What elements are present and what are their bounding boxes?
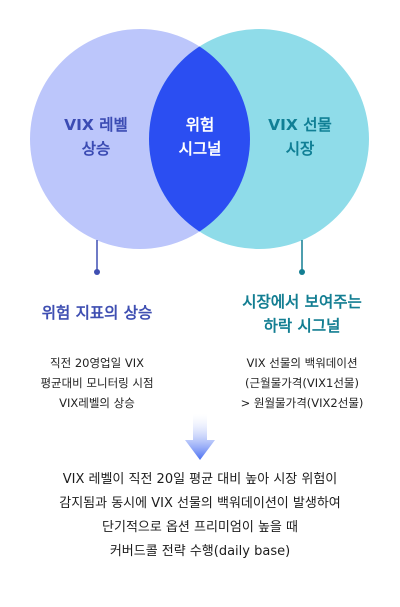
right-heading: 시장에서 보여주는 하락 시그널 bbox=[212, 290, 392, 338]
right-heading-line-2: 하락 시그널 bbox=[263, 317, 341, 335]
summary-line-1: VIX 레벨이 직전 20일 평균 대비 높아 시장 위험이 bbox=[62, 472, 338, 487]
overlap-label-line-2: 시그널 bbox=[178, 140, 222, 158]
right-description: VIX 선물의 백워데이션 (근월물가격(VIX1선물) > 원월물가격(VIX… bbox=[212, 353, 392, 413]
left-description-line-1: 직전 20영업일 VIX bbox=[50, 356, 144, 370]
left-connector-dot bbox=[94, 269, 100, 275]
left-description: 직전 20영업일 VIX 평균대비 모니터링 시점 VIX레벨의 상승 bbox=[20, 353, 174, 413]
overlap-region bbox=[149, 29, 250, 249]
left-description-line-3: VIX레벨의 상승 bbox=[59, 396, 135, 410]
overlap-label-line-1: 위험 bbox=[185, 116, 215, 134]
right-description-line-3: > 원월물가격(VIX2선물) bbox=[240, 396, 364, 410]
summary-line-2: 감지됨과 동시에 VIX 선물의 백워데이션이 발생하여 bbox=[59, 496, 341, 511]
right-circle-label: VIX 선물 시장 bbox=[240, 113, 360, 161]
left-label-line-2: 상승 bbox=[81, 140, 111, 158]
right-connector-dot bbox=[299, 269, 305, 275]
right-heading-line-1: 시장에서 보여주는 bbox=[242, 293, 362, 311]
right-description-line-1: VIX 선물의 백워데이션 bbox=[246, 356, 358, 370]
right-label-line-1: VIX 선물 bbox=[268, 116, 332, 134]
venn-diagram bbox=[30, 29, 369, 275]
summary-text: VIX 레벨이 직전 20일 평균 대비 높아 시장 위험이 감지됨과 동시에 … bbox=[0, 468, 400, 564]
left-description-line-2: 평균대비 모니터링 시점 bbox=[40, 376, 154, 390]
summary-line-4: 커버드콜 전략 수행(daily base) bbox=[109, 544, 291, 559]
left-label-line-1: VIX 레벨 bbox=[64, 116, 128, 134]
right-description-line-2: (근월물가격(VIX1선물) bbox=[245, 376, 359, 390]
left-heading-text: 위험 지표의 상승 bbox=[41, 304, 153, 322]
summary-line-3: 단기적으로 옵션 프리미엄이 높을 때 bbox=[102, 520, 298, 535]
arrow-down-icon bbox=[185, 414, 215, 460]
overlap-label: 위험 시그널 bbox=[141, 113, 259, 161]
left-circle-label: VIX 레벨 상승 bbox=[36, 113, 156, 161]
left-heading: 위험 지표의 상승 bbox=[20, 301, 174, 325]
right-label-line-2: 시장 bbox=[285, 140, 315, 158]
